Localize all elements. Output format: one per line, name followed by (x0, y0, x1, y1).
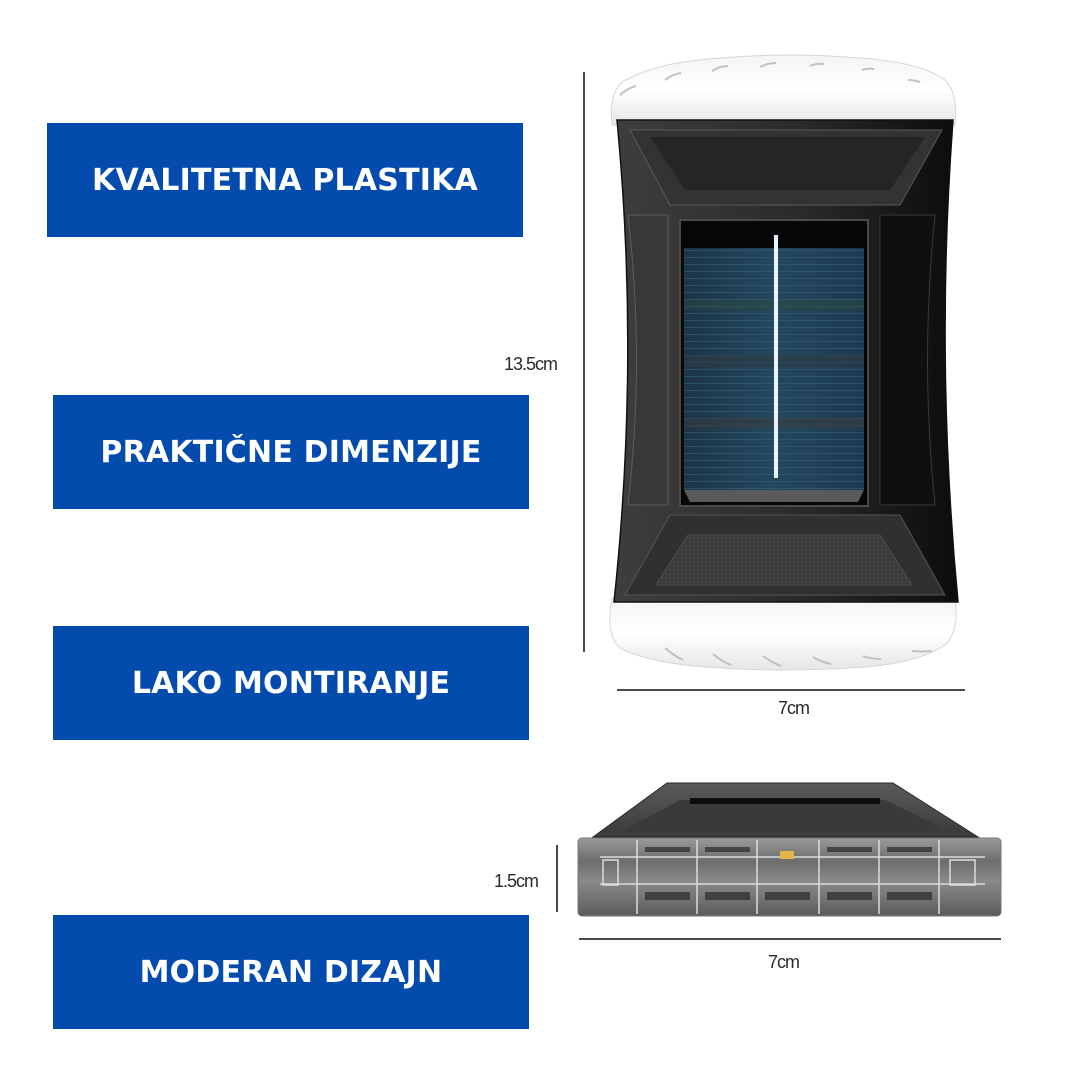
height-dimension-label: 13.5cm (504, 354, 558, 374)
front-width-dimension-line (617, 689, 965, 691)
feature-box-modern-design: MODERAN DIZAJN (53, 915, 529, 1029)
feature-box-practical-dimensions: PRAKTIČNE DIMENZIJE (53, 395, 529, 509)
feature-label: MODERAN DIZAJN (139, 954, 443, 990)
feature-label: LAKO MONTIRANJE (131, 665, 451, 701)
feature-box-easy-mounting: LAKO MONTIRANJE (53, 626, 529, 740)
feature-label: PRAKTIČNE DIMENZIJE (100, 434, 482, 470)
feature-label: KVALITETNA PLASTIKA (92, 162, 478, 198)
solar-light-front-view-image (609, 54, 959, 671)
height-dimension-line (583, 72, 585, 652)
depth-dimension-line (556, 845, 558, 912)
front-width-dimension-label: 7cm (778, 698, 810, 718)
feature-box-quality-plastic: KVALITETNA PLASTIKA (47, 123, 523, 237)
solar-light-side-view-image (577, 782, 1002, 917)
side-width-dimension-line (579, 938, 1001, 940)
depth-dimension-label: 1.5cm (494, 871, 539, 891)
side-width-dimension-label: 7cm (768, 952, 800, 972)
